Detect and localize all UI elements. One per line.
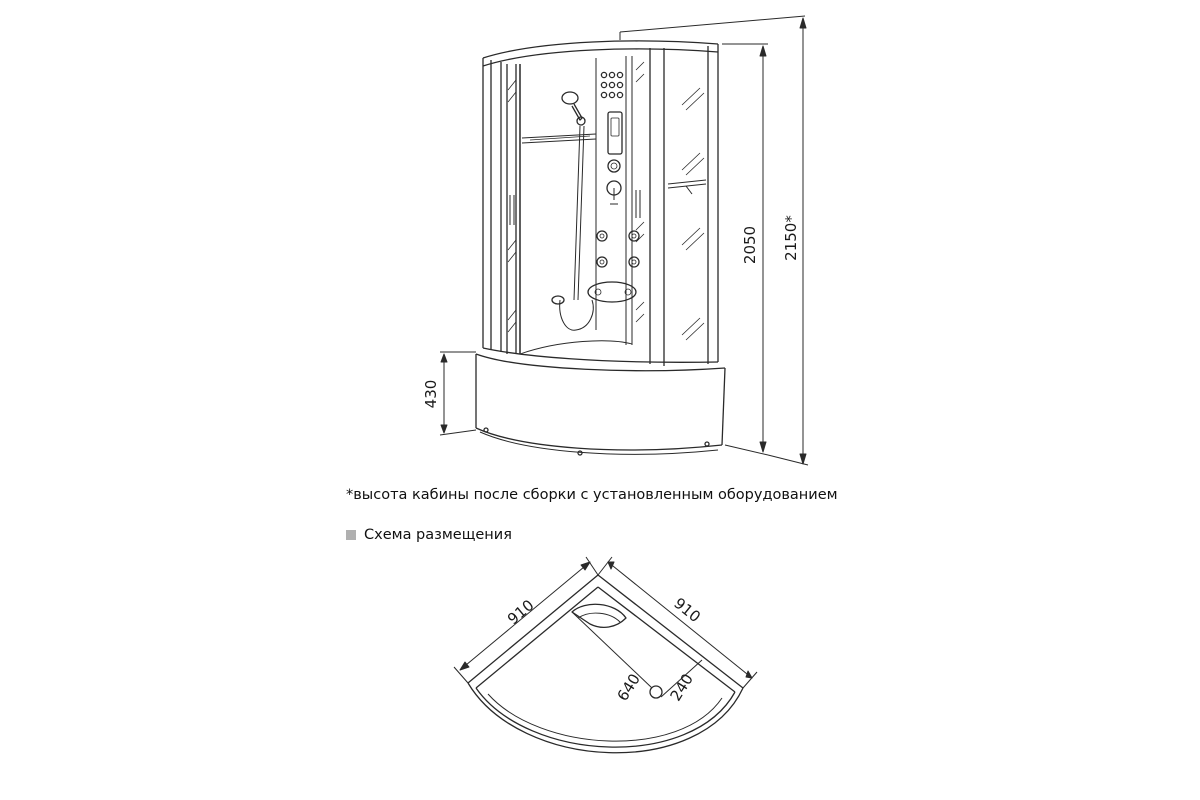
right-panel <box>649 44 719 366</box>
cabin-roof <box>482 15 806 67</box>
plan-view <box>453 556 758 754</box>
shower-set <box>521 91 597 331</box>
center-panel <box>519 56 645 354</box>
label-tray-height: 430 <box>422 380 440 409</box>
dimension-tray-height <box>439 351 477 436</box>
control-column <box>587 71 640 303</box>
plan-drain-dimensions <box>571 611 703 698</box>
left-panel <box>482 58 521 354</box>
drain-icon <box>649 685 663 699</box>
dimension-plan-right <box>597 556 758 689</box>
label-total-height: 2150* <box>782 215 800 261</box>
label-drain-y: 240 <box>667 670 697 704</box>
dimension-plan-left <box>453 556 599 684</box>
dimension-total-height <box>767 17 809 466</box>
footnote: *высота кабины после сборки с установлен… <box>346 487 838 503</box>
legend-square <box>346 530 356 540</box>
shower-tray <box>475 340 726 456</box>
label-cabin-height: 2050 <box>741 226 759 264</box>
label-plan-left: 910 <box>504 596 538 628</box>
dimension-cabin-height <box>722 43 769 456</box>
front-view <box>439 15 809 466</box>
plan-title: Схема размещения <box>364 527 512 543</box>
label-plan-right: 910 <box>670 594 704 626</box>
plan-tray-outline <box>467 574 744 754</box>
